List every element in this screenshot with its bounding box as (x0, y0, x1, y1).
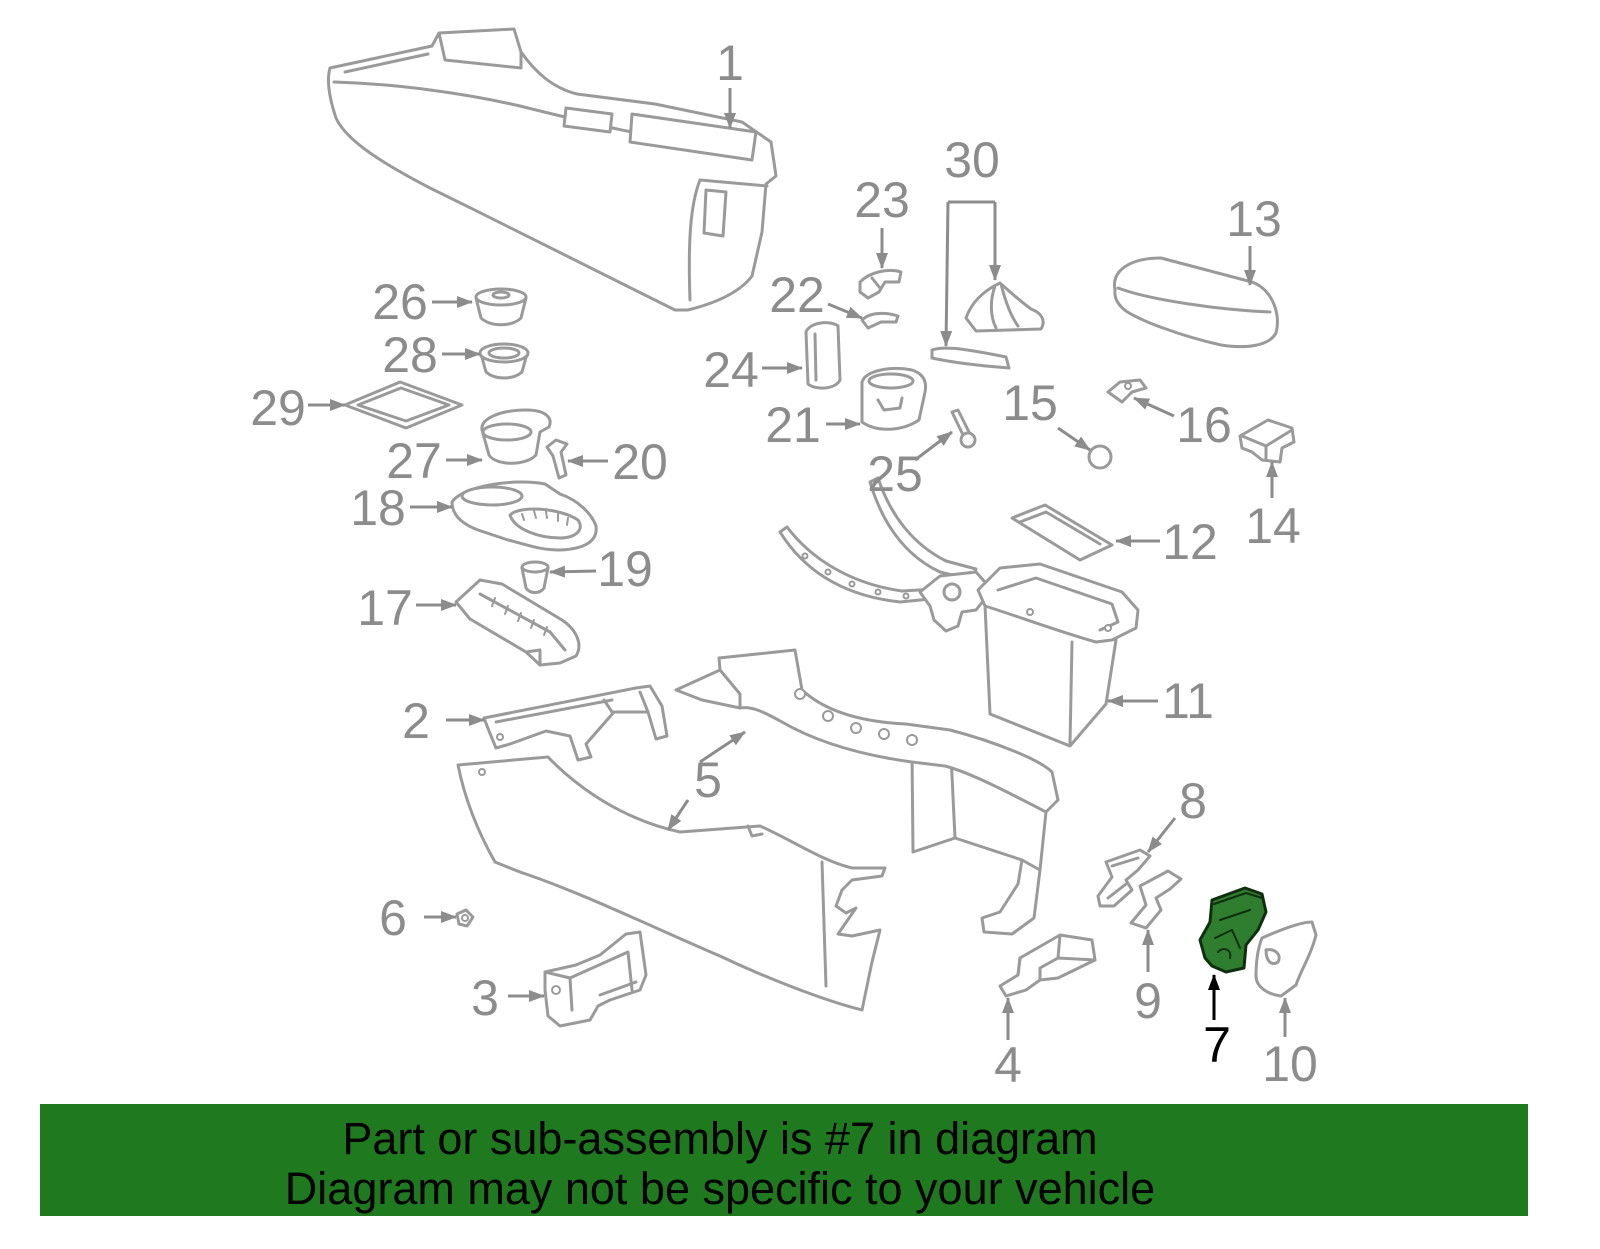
part-11-rear-console-box (976, 562, 1140, 748)
part-20-pin (545, 438, 569, 480)
callout-30-leader-gasket (940, 201, 953, 347)
part-26-cap (474, 287, 528, 327)
callout-18: 18 (350, 480, 406, 536)
part-9-bracket (1129, 869, 1183, 930)
part-23-clip (858, 268, 903, 300)
callout-15-leader (1057, 426, 1091, 452)
part-5-console-side-panel (456, 648, 1060, 1012)
callout-26: 26 (372, 274, 428, 330)
callout-19-leader (549, 565, 597, 578)
callout-14: 14 (1245, 498, 1301, 554)
part-27-cupholder (480, 408, 552, 465)
part-21-cupholder-insert (860, 367, 928, 431)
callout-24: 24 (703, 342, 759, 398)
part-4-bracket (998, 933, 1097, 998)
part-22-clip (860, 311, 900, 330)
part-28-cup (478, 342, 530, 380)
callout-29: 29 (250, 380, 306, 436)
callout-21: 21 (765, 397, 821, 453)
part-29-pad (343, 380, 464, 430)
callout-10: 10 (1262, 1036, 1318, 1092)
console-frame-brace (778, 476, 994, 633)
callout-5-leader-lower (666, 799, 690, 831)
part-7-highlighted (1198, 886, 1268, 974)
callout-4: 4 (994, 1037, 1022, 1093)
callout-27: 27 (386, 433, 442, 489)
part-17-indicator-plate (454, 578, 581, 667)
callout-8-leader (1146, 817, 1177, 853)
part-24-plate (804, 321, 842, 390)
callout-22: 22 (769, 267, 825, 323)
callout-8: 8 (1179, 773, 1207, 829)
part-18-shifter-bezel (450, 480, 598, 552)
part-14-bracket (1238, 418, 1296, 464)
part-13-armrest-lid (1113, 256, 1279, 349)
part-12-pad (1010, 503, 1114, 562)
part-15-button (1087, 444, 1113, 470)
part-1-console-top (326, 27, 778, 312)
part-2-bracket (482, 684, 669, 762)
callout-3: 3 (471, 970, 499, 1026)
callout-22-leader (827, 302, 863, 320)
part-30-shift-boot (930, 281, 1045, 370)
callout-7-highlighted: 7 (1203, 1017, 1231, 1073)
part-16-clip (1106, 378, 1148, 404)
callout-23: 23 (854, 172, 910, 228)
callout-16: 16 (1176, 397, 1232, 453)
callout-28: 28 (382, 327, 438, 383)
callout-20: 20 (612, 434, 668, 490)
callout-15: 15 (1002, 375, 1058, 431)
part-8-bracket (1096, 848, 1152, 908)
callout-6: 6 (379, 890, 407, 946)
callout-1: 1 (716, 35, 744, 91)
callout-30: 30 (944, 132, 1000, 188)
part-3-bracket (543, 930, 648, 1028)
callout-9: 9 (1134, 973, 1162, 1029)
callout-5-leader-upper (699, 730, 746, 764)
callout-25-leader (914, 430, 953, 462)
callout-12: 12 (1162, 514, 1218, 570)
banner-disclaimer-line: Diagram may not be specific to your vehi… (284, 1163, 1156, 1214)
callout-19: 19 (597, 541, 653, 597)
banner-part-line: Part or sub-assembly is #7 in diagram (342, 1113, 1098, 1164)
callout-2: 2 (402, 693, 430, 749)
callout-11: 11 (1162, 673, 1214, 729)
part-info-banner: Part or sub-assembly is #7 in diagram Di… (40, 1104, 1528, 1216)
callout-17: 17 (357, 580, 413, 636)
callout-5: 5 (694, 752, 722, 808)
part-25-screw (950, 408, 977, 449)
part-10-side-cap (1254, 920, 1318, 998)
part-19-small-cup (520, 560, 550, 594)
callout-16-leader (1133, 396, 1175, 418)
part-6-clip (455, 908, 475, 928)
callout-13: 13 (1226, 191, 1282, 247)
callout-25: 25 (867, 446, 923, 502)
